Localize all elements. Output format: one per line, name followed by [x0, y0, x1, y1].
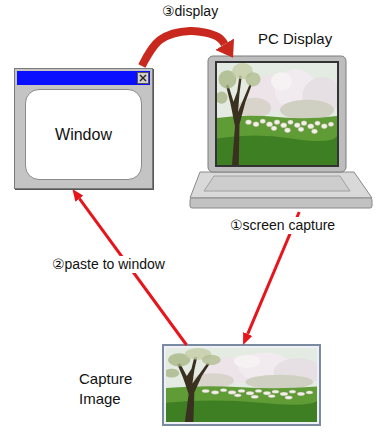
capture-photo — [163, 345, 323, 425]
display-arrow — [142, 31, 225, 66]
title-bar — [17, 71, 150, 85]
capture-image-box: Capture Image — [163, 345, 320, 425]
close-cross-lines — [140, 75, 146, 81]
edge-label: ①screen capture — [228, 217, 337, 234]
window-client: Window — [25, 89, 142, 180]
close-cross — [138, 73, 148, 83]
image-caption: Capture Image — [79, 369, 151, 409]
laptop-front — [190, 198, 372, 208]
laptop-keyboard — [204, 176, 350, 191]
edge-label: ②paste to window — [50, 256, 167, 273]
close-button — [137, 72, 149, 84]
laptop-bezel — [208, 56, 346, 172]
photo-image — [164, 348, 323, 422]
edge-label: ③display — [160, 3, 220, 20]
window-box: Window — [14, 68, 153, 189]
laptop-deck — [190, 172, 372, 198]
paste-arrow — [79, 199, 186, 345]
laptop — [190, 56, 372, 208]
pc-display-box: PC Display — [190, 56, 372, 212]
display-heading: PC Display — [258, 29, 332, 49]
capture-arrow — [248, 212, 299, 334]
screen-photo — [216, 63, 342, 165]
window-title: Window — [55, 125, 112, 145]
